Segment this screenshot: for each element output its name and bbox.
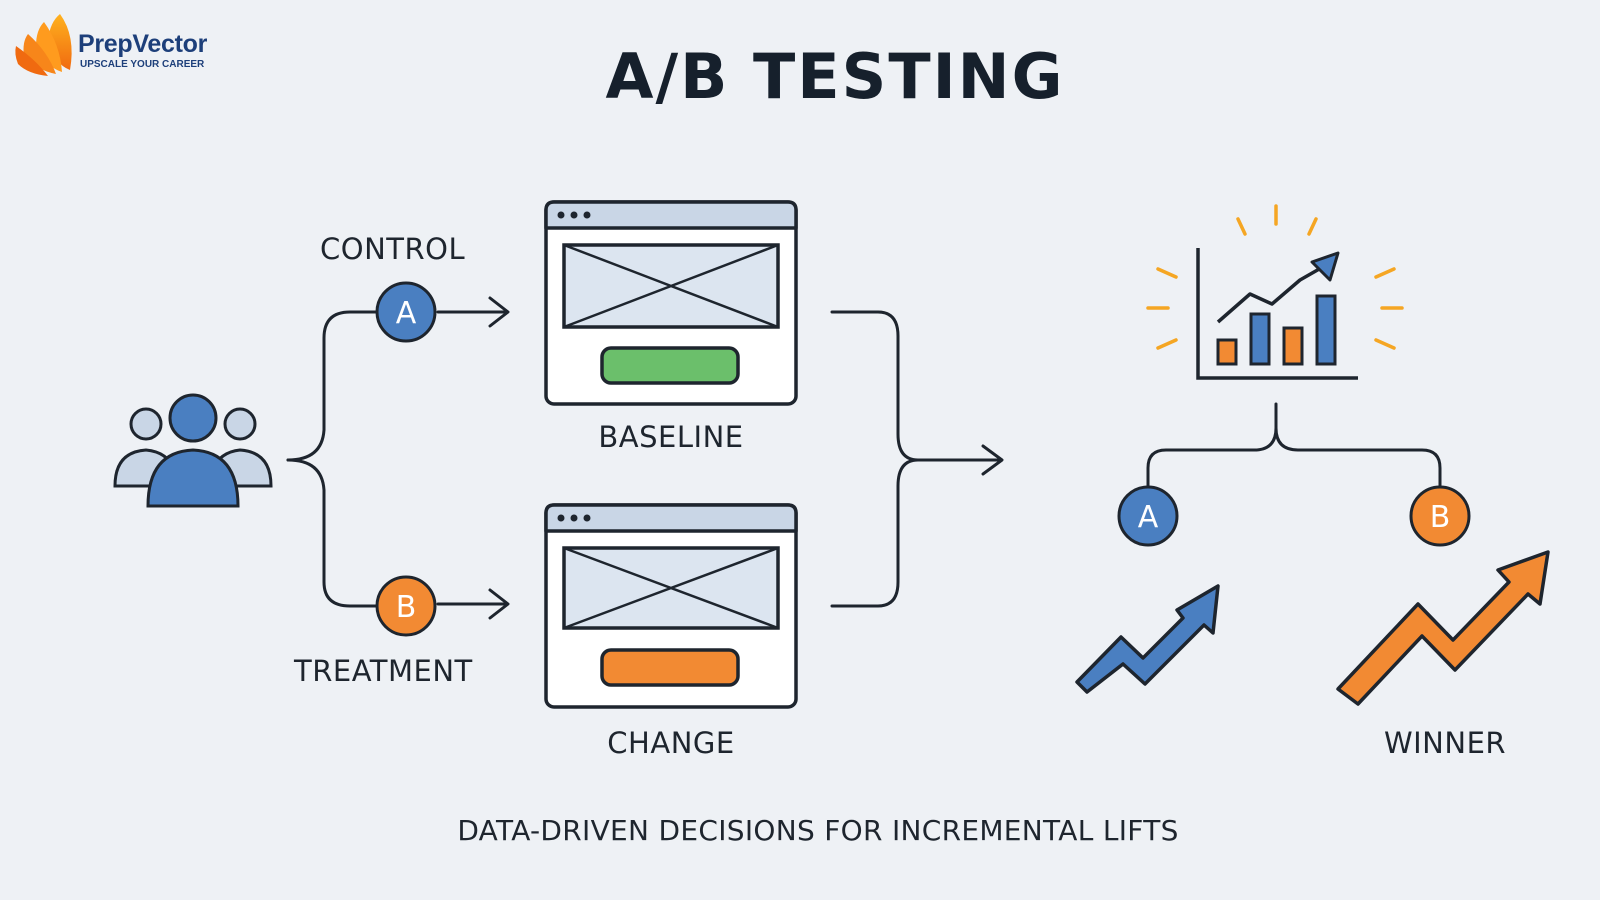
bar-chart-trend-icon [1146, 204, 1404, 380]
brand-logo-icon [15, 14, 72, 76]
result-a-badge: A [1117, 485, 1179, 547]
baseline-browser-icon [544, 200, 798, 406]
results-bracket [1146, 402, 1442, 490]
baseline-cta-button [600, 346, 740, 385]
treatment-badge: B [375, 575, 437, 637]
change-label: CHANGE [607, 726, 735, 760]
trend-up-arrow-icon-a [1075, 584, 1220, 694]
trend-up-arrow-icon-b [1336, 550, 1550, 706]
winner-label: WINNER [1383, 726, 1507, 760]
brand-name: PrepVector [78, 30, 208, 58]
control-badge-letter: A [396, 296, 417, 331]
treatment-badge-letter: B [396, 590, 417, 625]
change-cta-button [600, 648, 740, 687]
page-title: A/B TESTING [605, 40, 1065, 113]
arrow-to-change [436, 588, 510, 620]
footer-tagline: DATA-DRIVEN DECISIONS FOR INCREMENTAL LI… [457, 814, 1179, 847]
merge-connector [830, 310, 1004, 608]
result-b-badge: B [1409, 485, 1471, 547]
split-connector [286, 310, 380, 608]
control-badge: A [375, 281, 437, 343]
result-a-badge-letter: A [1138, 500, 1159, 535]
result-b-badge-letter: B [1430, 500, 1451, 535]
control-label: CONTROL [320, 232, 466, 266]
baseline-label: BASELINE [598, 420, 744, 454]
arrow-to-baseline [436, 296, 510, 328]
treatment-label: TREATMENT [294, 654, 473, 688]
change-browser-icon [544, 503, 798, 709]
users-group-icon [113, 393, 273, 508]
brand-tagline: UPSCALE YOUR CAREER [80, 59, 205, 70]
